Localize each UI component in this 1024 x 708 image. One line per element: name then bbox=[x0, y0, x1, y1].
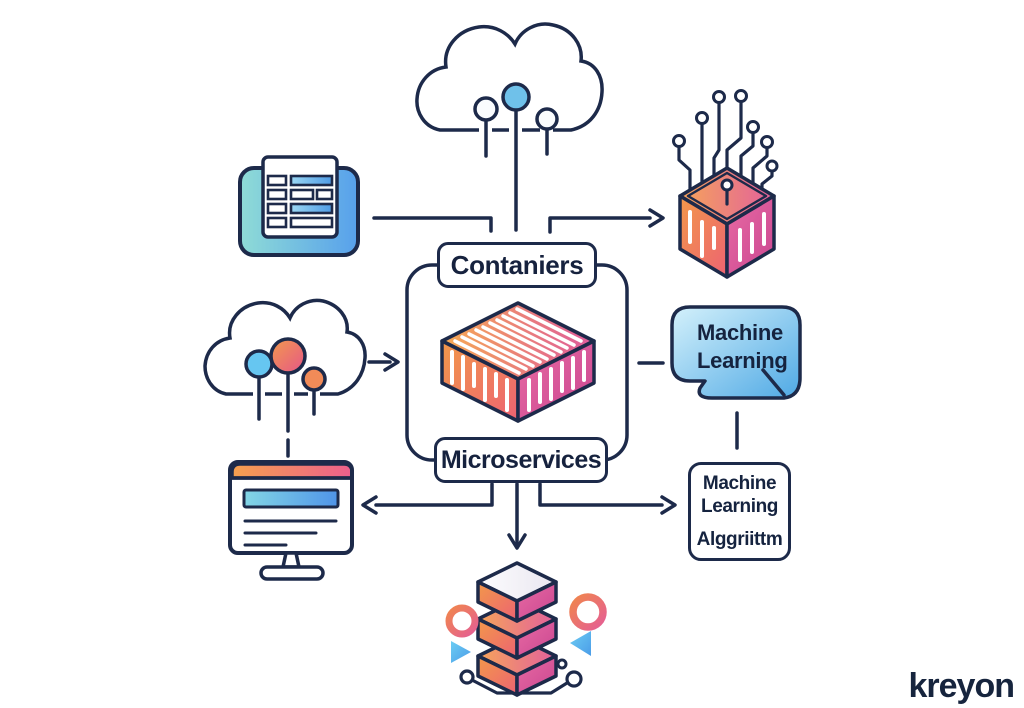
monitor-arrowhead bbox=[361, 495, 378, 515]
cloud-pin-left bbox=[473, 96, 499, 122]
monitor-stand-base bbox=[259, 565, 325, 581]
decor-ring-left bbox=[445, 604, 479, 638]
connector-lines bbox=[361, 208, 739, 550]
cloud-pin-stems bbox=[257, 372, 316, 458]
chip-box-rim-inner bbox=[686, 171, 768, 221]
monitor-browser-icon bbox=[228, 460, 354, 581]
cloud-nodes-icon bbox=[203, 298, 367, 458]
machine-learning-bubble-text: Machine Learning bbox=[697, 319, 788, 375]
microservices-label: Microservices bbox=[440, 445, 602, 474]
mlbox-line3: Alggriittm bbox=[696, 529, 783, 550]
slab3-right bbox=[515, 654, 558, 697]
cloud-pin-center-blue bbox=[501, 82, 531, 112]
circuit-trace-nodes bbox=[672, 89, 779, 173]
center-to-mlbox-elbow bbox=[538, 482, 664, 507]
cloud-to-center-arrowhead bbox=[383, 352, 400, 372]
doc-rows bbox=[266, 174, 334, 229]
decor-triangle-right bbox=[570, 631, 591, 656]
cloud-pin-orange-small bbox=[301, 366, 327, 392]
containers-label: Contaniers bbox=[450, 249, 584, 280]
cube-side-stripes bbox=[450, 350, 586, 412]
cloud-network-icon bbox=[415, 22, 604, 232]
bubble-line1: Machine bbox=[697, 320, 783, 345]
containers-label-box: Contaniers bbox=[437, 242, 597, 288]
slab2-right bbox=[515, 617, 558, 660]
cloud-pin-orange-large bbox=[269, 337, 307, 375]
ml-algorithm-box: Machine Learning Alggriittm bbox=[688, 462, 791, 561]
monitor-banner bbox=[242, 488, 340, 509]
circuit-traces bbox=[677, 100, 774, 198]
stack-node-small bbox=[556, 658, 568, 670]
speech-bubble-icon bbox=[670, 305, 802, 400]
mlbox-line2: Learning bbox=[700, 496, 779, 517]
microservices-label-box: Microservices bbox=[434, 437, 608, 483]
stack-node-left bbox=[459, 669, 475, 685]
container-cube-icon bbox=[440, 301, 596, 423]
cloud-pin-right bbox=[535, 107, 559, 131]
mlbox-line1: Machine bbox=[702, 473, 777, 494]
mlbox-arrowhead bbox=[660, 495, 677, 515]
monitor-text-lines bbox=[243, 519, 338, 547]
cloud-outline bbox=[415, 22, 604, 132]
center-to-monitor-elbow bbox=[374, 482, 494, 507]
slab1-right bbox=[515, 580, 558, 623]
server-stack-icon bbox=[445, 561, 607, 697]
decor-ring-right bbox=[569, 593, 607, 631]
stack-arrowhead bbox=[507, 533, 527, 550]
circuit-box-icon bbox=[672, 89, 779, 279]
bubble-fold-line bbox=[761, 368, 786, 397]
cube-top-stripes bbox=[453, 307, 583, 375]
cloud-pin-stems bbox=[484, 108, 549, 232]
doc-to-center-elbow bbox=[372, 216, 493, 233]
chip-box-stripes bbox=[688, 210, 766, 262]
chip-arrowhead bbox=[648, 208, 665, 228]
bubble-line2: Learning bbox=[697, 348, 788, 373]
stack-node-right bbox=[565, 670, 583, 688]
cloud-pin-blue bbox=[244, 349, 274, 379]
decor-triangle-left bbox=[451, 641, 471, 663]
kreyon-logo: kreyon bbox=[908, 667, 1015, 705]
center-to-chip-elbow bbox=[548, 216, 652, 234]
monitor-stand-neck bbox=[281, 551, 301, 569]
monitor-header bbox=[230, 462, 354, 480]
data-table-icon bbox=[238, 155, 360, 257]
